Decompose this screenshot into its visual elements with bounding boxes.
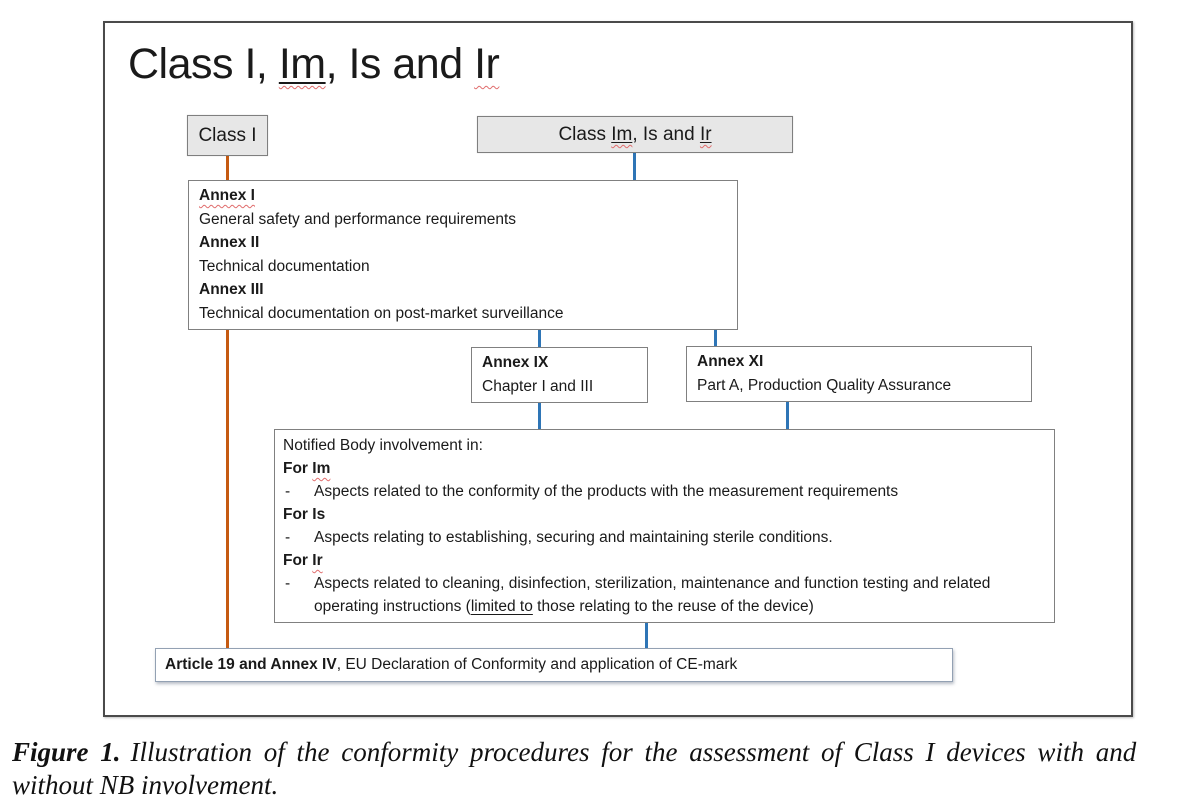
- connector-annex-to-annexxi: [714, 328, 717, 349]
- for-im-prefix: For: [283, 460, 313, 477]
- notified-body-box: Notified Body involvement in: For Im - A…: [274, 429, 1055, 623]
- figure-frame: [103, 21, 1133, 717]
- for-im-term: Im: [312, 460, 331, 477]
- caption-line1: Figure 1. Illustration of the conformity …: [12, 736, 1172, 769]
- class-i-connector-line: [226, 156, 229, 654]
- annex-ix-heading: Annex IX: [482, 354, 549, 371]
- nb-is-bullet-text: Aspects relating to establishing, securi…: [314, 529, 833, 546]
- annex-xi-box: Annex XI Part A, Production Quality Assu…: [686, 346, 1032, 402]
- annex-general-box: Annex I General safety and performance r…: [188, 180, 738, 330]
- nb-for-ir: For Ir: [283, 549, 1054, 572]
- title-ir: Ir: [474, 40, 500, 88]
- title-text: , Is and: [325, 40, 475, 88]
- caption-line1-text: Illustration of the conformity procedure…: [130, 737, 1137, 767]
- annex-ix-text: Chapter I and III: [482, 377, 594, 395]
- label-im: Im: [611, 123, 633, 145]
- annex-xi-heading: Annex XI: [697, 353, 764, 370]
- annex-iii-text: Technical documentation on post-market s…: [199, 304, 564, 322]
- class-im-is-ir-label: Class Im, Is and Ir: [558, 123, 711, 147]
- article-19-box: Article 19 and Annex IV, EU Declaration …: [155, 648, 953, 682]
- connector-nb-to-article: [645, 621, 648, 650]
- caption-line2: without NB involvement.: [12, 770, 279, 800]
- article-19-rest: , EU Declaration of Conformity and appli…: [336, 656, 738, 674]
- annex-ii-text: Technical documentation: [199, 257, 370, 275]
- article-19-bold: Article 19 and Annex IV: [165, 656, 337, 674]
- bullet-dash: -: [285, 483, 291, 500]
- connector-classim-to-annex: [633, 153, 636, 182]
- annex-xi-text: Part A, Production Quality Assurance: [697, 376, 952, 394]
- for-ir-prefix: For: [283, 552, 313, 569]
- figure-title: Class I, Im, Is and Ir: [128, 40, 500, 89]
- title-im-underline: Im: [279, 40, 326, 88]
- nb-im-bullet-text: Aspects related to the conformity of the…: [314, 483, 899, 500]
- annex-ix-box: Annex IX Chapter I and III: [471, 347, 648, 403]
- label-ir: Ir: [699, 123, 712, 145]
- connector-annexix-to-nb: [538, 401, 541, 431]
- class-im-is-ir-box: Class Im, Is and Ir: [477, 116, 793, 153]
- bullet-text: those relating to the reuse of the devic…: [532, 598, 814, 615]
- annex-ii-heading: Annex II: [199, 234, 260, 251]
- label-im-underline: Im: [611, 124, 632, 145]
- class-i-box: Class I: [187, 115, 268, 156]
- bullet-dash: -: [285, 575, 291, 592]
- nb-is-bullet: - Aspects relating to establishing, secu…: [283, 526, 1054, 549]
- annex-i-heading: Annex I: [199, 187, 255, 204]
- label-text: Class: [558, 123, 612, 145]
- bullet-text: Aspects related to cleaning, disinfectio…: [314, 575, 991, 615]
- title-im: Im: [278, 40, 326, 88]
- bullet-dash: -: [285, 529, 291, 546]
- nb-im-bullet: - Aspects related to the conformity of t…: [283, 480, 1054, 503]
- label-text: , Is and: [632, 123, 700, 145]
- nb-ir-bullet: - Aspects related to cleaning, disinfect…: [283, 572, 1054, 618]
- for-ir-term: Ir: [312, 552, 323, 569]
- connector-annex-to-annexix: [538, 328, 541, 349]
- article-19-text: Article 19 and Annex IV, EU Declaration …: [156, 653, 737, 677]
- nb-ir-bullet-text: Aspects related to cleaning, disinfectio…: [314, 572, 1054, 618]
- nb-for-is: For Is: [283, 506, 326, 523]
- class-i-label: Class I: [198, 124, 257, 146]
- connector-annexxi-to-nb: [786, 401, 789, 431]
- title-text: Class I,: [128, 40, 279, 88]
- annex-i-text: General safety and performance requireme…: [199, 210, 517, 228]
- annex-iii-heading: Annex III: [199, 281, 264, 298]
- nb-intro: Notified Body involvement in:: [283, 437, 483, 454]
- caption-label: Figure 1.: [12, 737, 121, 767]
- limited-to-underlined: limited to: [470, 598, 533, 615]
- nb-for-im: For Im: [283, 457, 1054, 480]
- label-ir-underline: Ir: [700, 124, 712, 145]
- figure-caption: Figure 1. Illustration of the conformity …: [12, 736, 1172, 802]
